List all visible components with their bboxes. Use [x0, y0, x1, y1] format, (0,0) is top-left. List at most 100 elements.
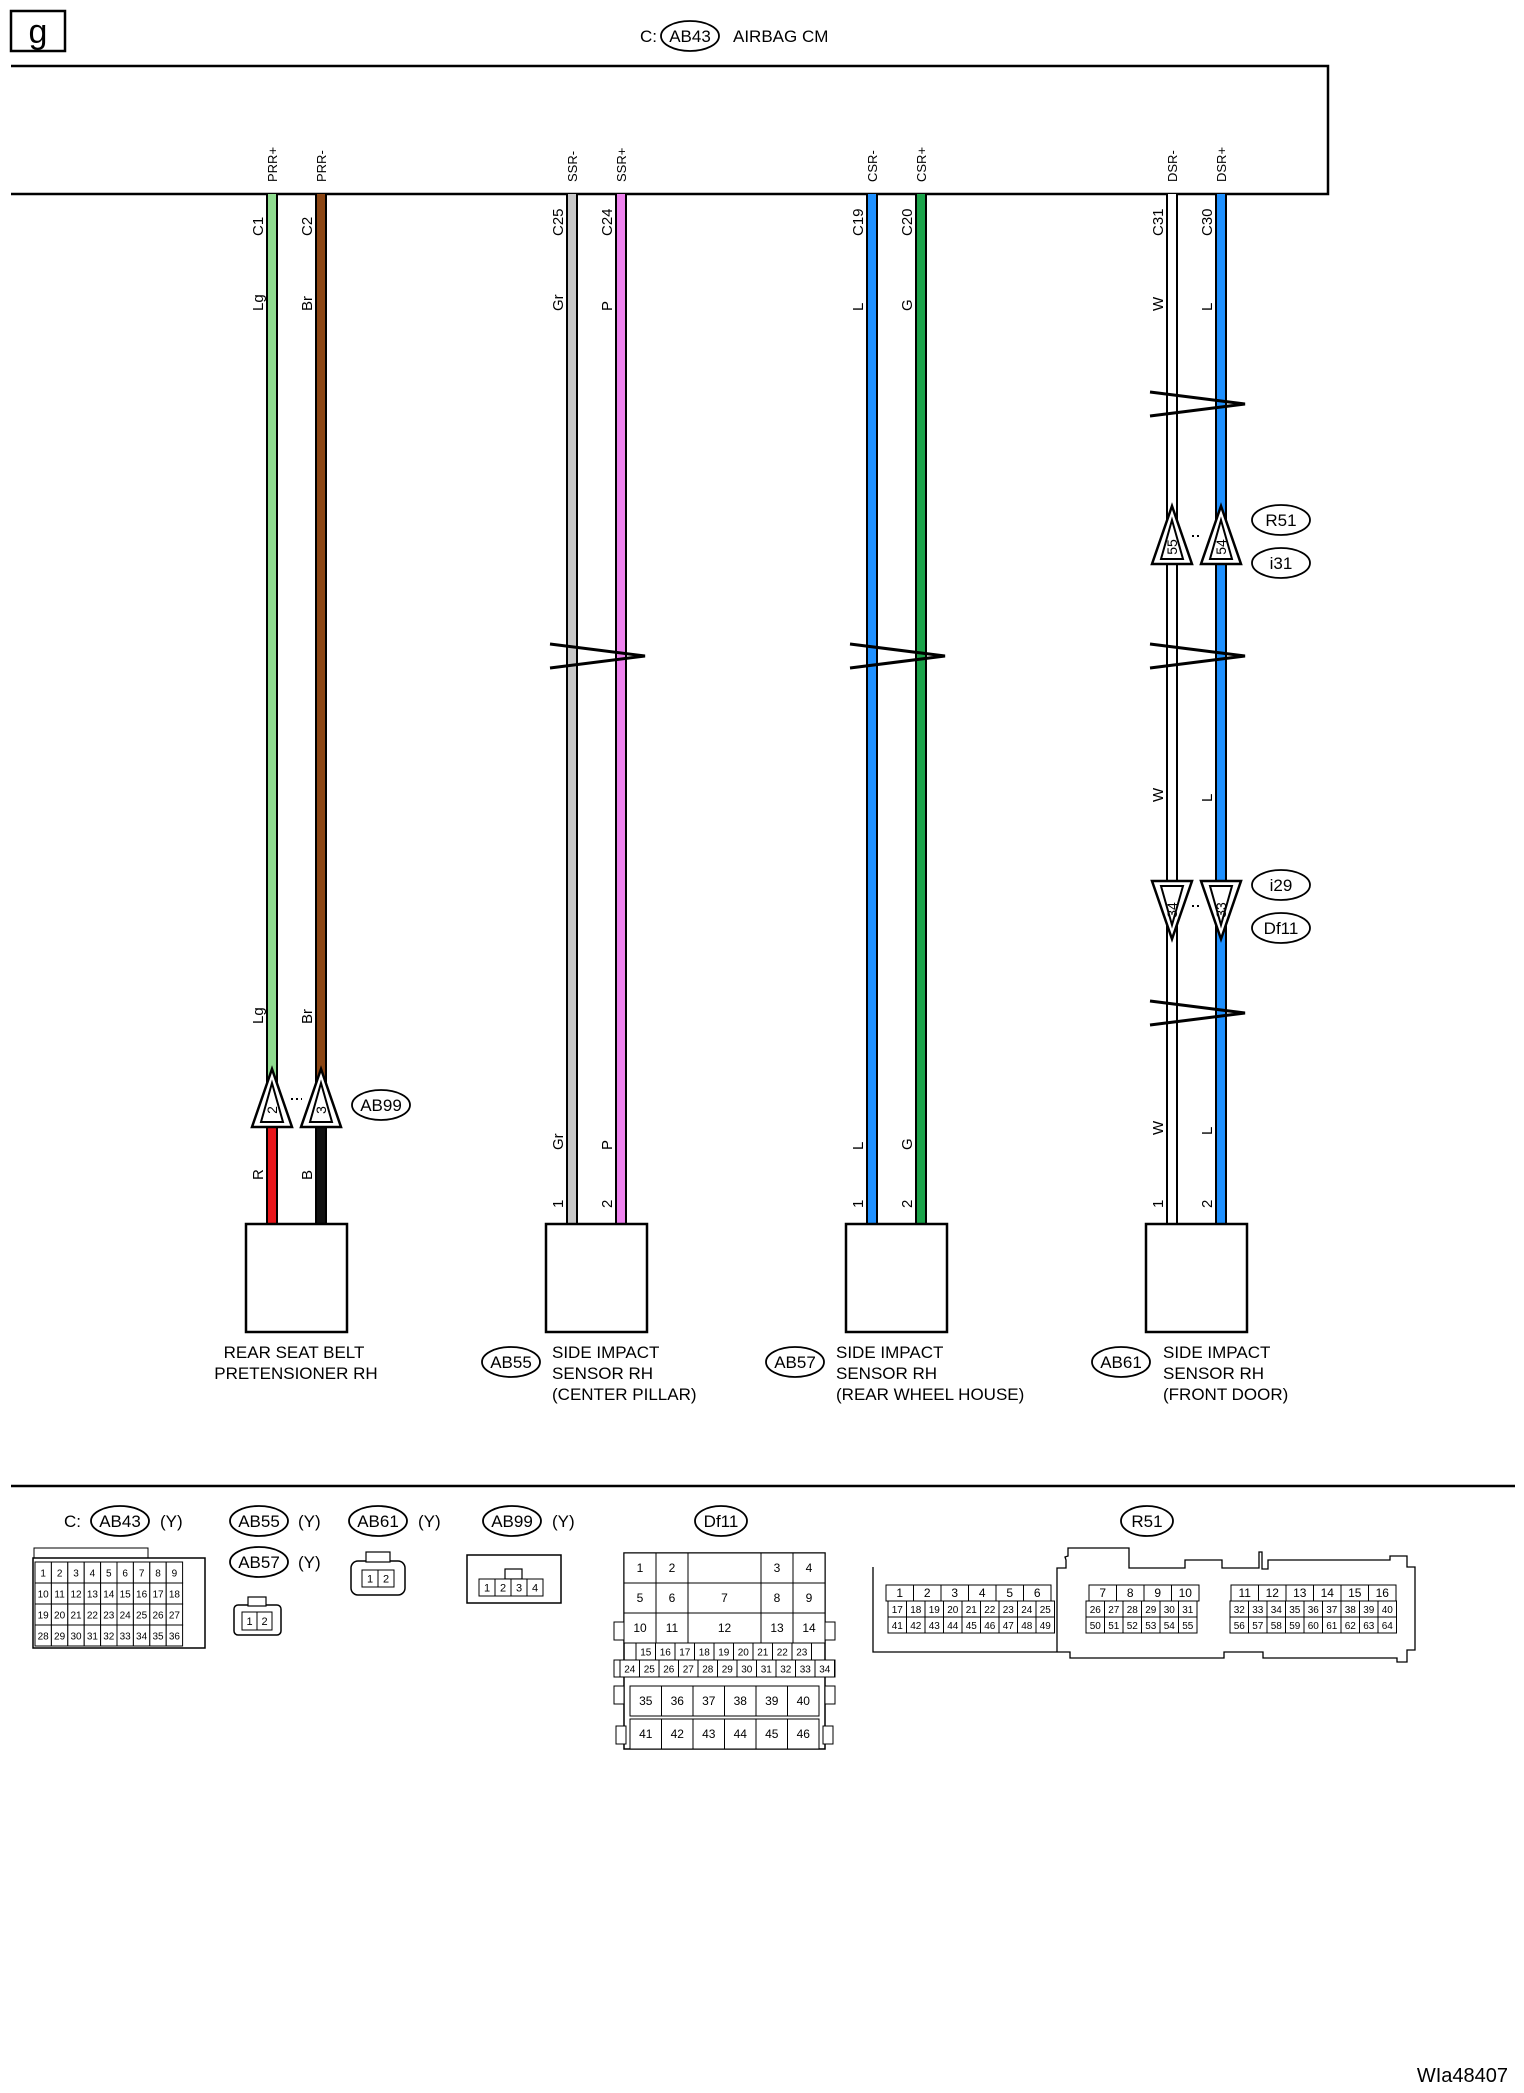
ab57-latch: [247, 1596, 267, 1607]
r51-pin-label: 61: [1326, 1621, 1338, 1632]
svg-text:(Y): (Y): [298, 1553, 321, 1572]
df11-pin-label: 41: [639, 1727, 653, 1741]
r51-pin: [1178, 1616, 1198, 1634]
r51-pin-label: 58: [1271, 1621, 1283, 1632]
inline-pin-number: 33: [1213, 902, 1229, 918]
r51-pin-label: 53: [1145, 1621, 1157, 1632]
ab43-pin-label: 20: [54, 1611, 66, 1622]
df11-pin-label: 29: [722, 1665, 734, 1676]
device-pin-number: 1: [1150, 1200, 1167, 1208]
df11-pin-label: 45: [765, 1727, 779, 1741]
r51-pin-label: 62: [1345, 1621, 1357, 1632]
figure-id: WIa48407: [1417, 2065, 1508, 2087]
r51-pin-label: 60: [1308, 1621, 1320, 1632]
df11-pin-label: 46: [797, 1727, 811, 1741]
inline-pin-number: 54: [1213, 539, 1229, 555]
r51-pin-label: 16: [1376, 1586, 1390, 1600]
ab43-pin-label: 33: [120, 1632, 132, 1643]
front-door-label-2: SENSOR RH: [1163, 1364, 1264, 1383]
df11-pin-label: 33: [800, 1665, 812, 1676]
r51-pin-label: 14: [1321, 1586, 1335, 1600]
ab99-badge-text: AB99: [360, 1096, 402, 1115]
svg-text:AB55: AB55: [238, 1512, 280, 1531]
df11-pin: [692, 1718, 725, 1750]
ab43-pin-label: 25: [136, 1611, 148, 1622]
r51-badge: [1251, 504, 1311, 536]
r51-pin-label: 4: [979, 1586, 986, 1600]
r51-pin-label: 63: [1363, 1621, 1375, 1632]
r51-pin-label: 44: [947, 1621, 959, 1632]
wire-color-label: Gr: [550, 294, 567, 311]
legend-ab57-header: AB57 (Y): [229, 1546, 321, 1578]
svg-text:C:: C:: [64, 1512, 81, 1531]
wire-color-label: W: [1150, 1120, 1167, 1135]
rear-wheel-sensor-box: [844, 1222, 949, 1334]
r51-pin-label: 13: [1293, 1586, 1307, 1600]
df11-pin-label: 17: [679, 1648, 691, 1659]
ab43-pin-label: 23: [103, 1611, 115, 1622]
device-pin-number: 2: [899, 1200, 916, 1208]
i31-badge-text: i31: [1270, 554, 1293, 573]
terminal-label: C19: [850, 208, 867, 236]
r51-pin-label: 32: [1234, 1605, 1246, 1616]
signal-label: DSR+: [1214, 147, 1229, 182]
df11-pin-label: 15: [640, 1648, 652, 1659]
r51-pin-label: 51: [1108, 1621, 1120, 1632]
front-door-label-3: (FRONT DOOR): [1163, 1385, 1288, 1404]
df11-pin: [629, 1685, 662, 1717]
ab43-pin-label: 3: [73, 1569, 79, 1580]
df11-pin-label: 40: [797, 1694, 811, 1708]
ab55-badge: [481, 1346, 541, 1378]
section-letter-box: [9, 9, 67, 53]
header-prefix: C:: [640, 27, 657, 46]
connector-id-badge: [660, 20, 720, 52]
signal-label: CSR-: [865, 150, 880, 182]
legend-ab61-header: AB61 (Y): [348, 1505, 441, 1537]
df11-blank: [687, 1552, 762, 1584]
r51-pin-label: 47: [1003, 1621, 1015, 1632]
ab99-pin-label: 1: [484, 1583, 490, 1595]
df11-pin: [792, 1612, 826, 1644]
df11-tab: [613, 1685, 625, 1705]
pretensioner-label-1: REAR SEAT BELT: [224, 1343, 365, 1362]
r51-pin-label: 11: [1239, 1586, 1252, 1600]
ab55-badge-text: AB55: [490, 1353, 532, 1372]
r51-pin-label: 3: [951, 1586, 958, 1600]
wire-color-label: B: [299, 1170, 316, 1180]
ab61-badge: [1091, 1346, 1151, 1378]
signal-label: PRR-: [314, 150, 329, 182]
df11-triangle-inner: [1208, 885, 1234, 929]
r51-pin: [1035, 1616, 1055, 1634]
signal-label: PRR+: [265, 147, 280, 182]
df11-pin: [629, 1718, 662, 1750]
device-pin-number: 2: [599, 1200, 616, 1208]
r51-pin-label: 36: [1308, 1605, 1320, 1616]
ab61-pin-label: 2: [383, 1574, 389, 1586]
ab43-pin-label: 7: [139, 1569, 145, 1580]
df11-pin-label: 14: [802, 1621, 816, 1635]
terminal-label: C20: [899, 208, 916, 236]
wire-break-mark: [1149, 999, 1246, 1027]
inline-pin-number: 34: [1164, 902, 1180, 918]
signal-label: CSR+: [914, 147, 929, 182]
rear-wheel-label-3: (REAR WHEEL HOUSE): [836, 1385, 1024, 1404]
ab57-pin-label: 2: [261, 1616, 267, 1628]
wire-color-label: Gr: [550, 1133, 567, 1150]
r51-pin-label: 26: [1090, 1605, 1102, 1616]
r51-pin-label: 37: [1326, 1605, 1338, 1616]
ab43-pin-label: 30: [70, 1632, 82, 1643]
df11-tab: [613, 1621, 625, 1641]
front-door-sensor-box: [1144, 1222, 1249, 1334]
wire-color-label: Br: [299, 1009, 316, 1024]
ab43-pin-label: 11: [54, 1590, 65, 1601]
r51-pin-label: 45: [966, 1621, 978, 1632]
header-title: AIRBAG CM: [733, 27, 828, 46]
df11-pin-label: 2: [669, 1561, 676, 1575]
center-pillar-label-3: (CENTER PILLAR): [552, 1385, 697, 1404]
df11-pin-label: 3: [774, 1561, 781, 1575]
wire-break-mark: [1149, 642, 1246, 670]
inline-pin-number: 55: [1164, 539, 1180, 555]
wire-color-label: R: [250, 1169, 267, 1180]
r51-pin-label: 2: [924, 1586, 931, 1600]
